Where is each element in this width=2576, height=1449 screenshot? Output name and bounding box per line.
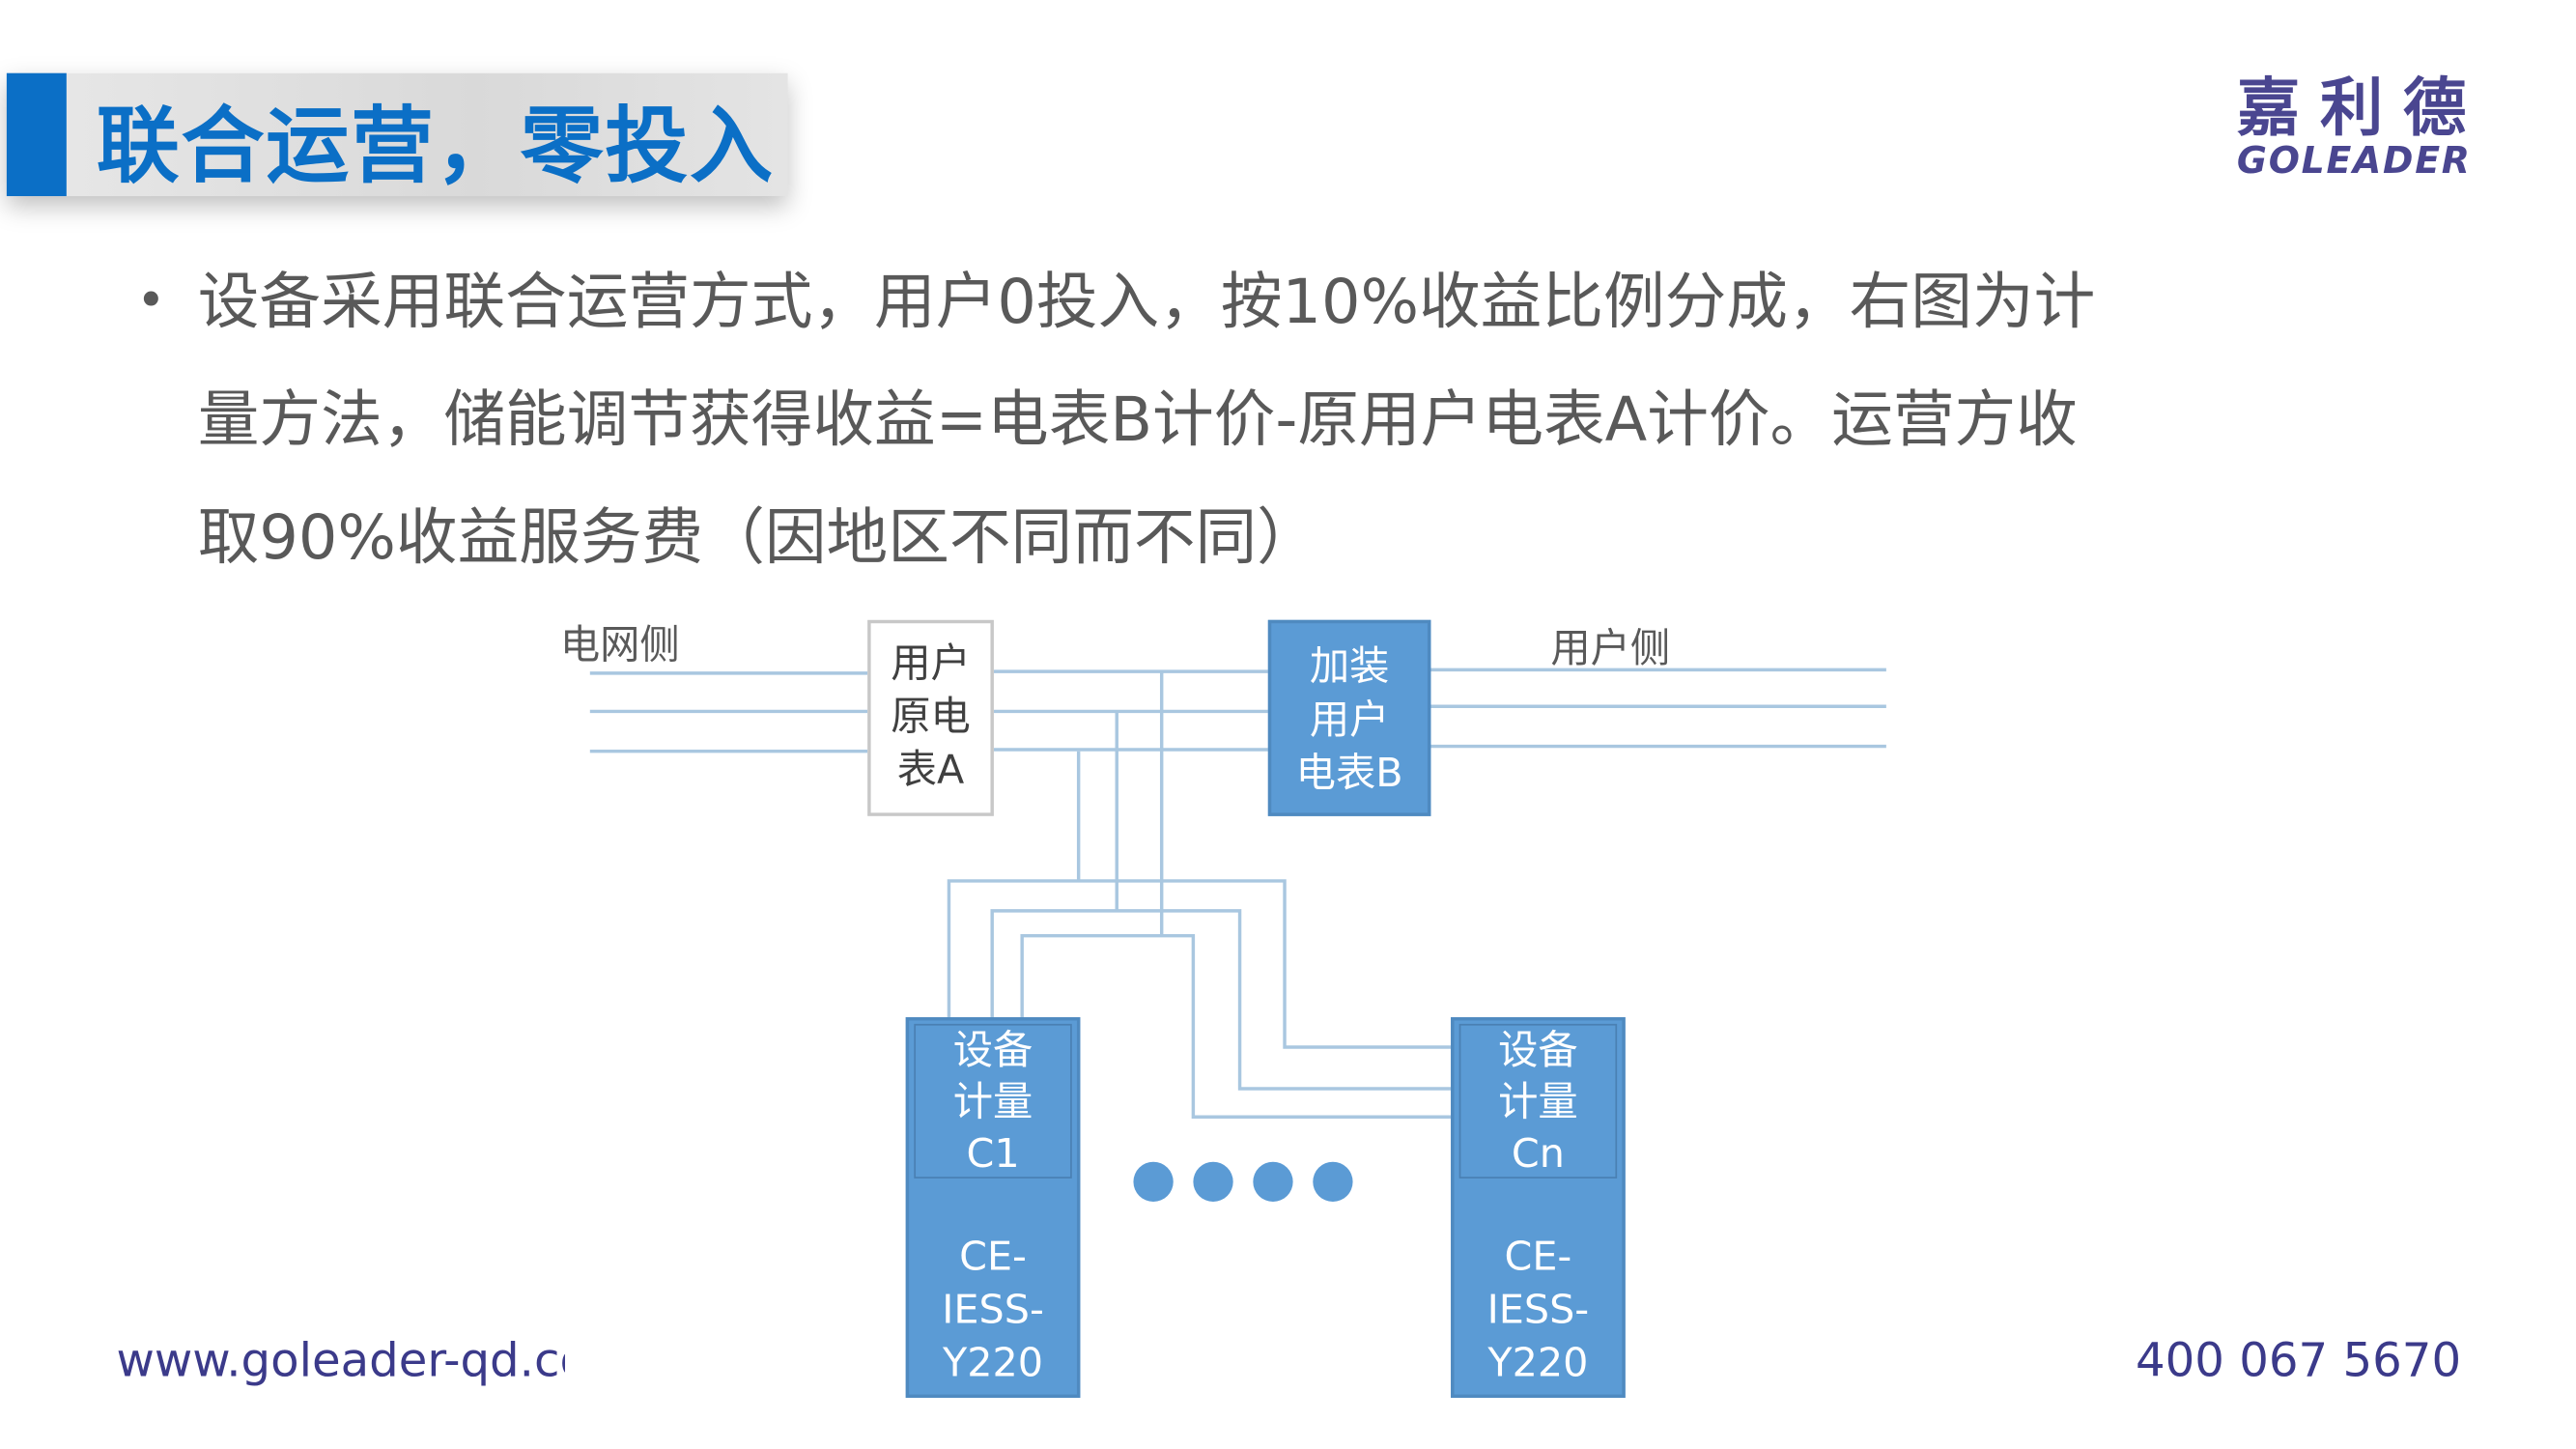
title-accent-bar — [6, 72, 67, 197]
wire — [990, 909, 1452, 1091]
logo-en: GOLEADER — [2236, 141, 2472, 184]
meter-b: 加装 用户 电表B — [1267, 619, 1431, 816]
device-cn: 设备 计量 Cn CE- IESS- Y220 — [1451, 1017, 1626, 1399]
bullet-text: 设备采用联合运营方式，用户0投入，按10%收益比例分成，右图为计量方法，储能调节… — [197, 266, 2096, 574]
device-cn-meter: 设备 计量 Cn — [1458, 1023, 1618, 1179]
device-label: 计量 — [952, 1078, 1033, 1125]
page-title: 联合运营，零投入 — [96, 98, 775, 195]
meter-a-line: 原电 — [891, 693, 971, 740]
wire — [947, 879, 1452, 1049]
device-label: Cn — [1511, 1130, 1565, 1178]
device-cn-model: CE- IESS- Y220 — [1455, 1230, 1623, 1389]
ellipsis-dot — [1313, 1161, 1353, 1202]
meter-a-line: 用户 — [891, 639, 971, 687]
device-label: 设备 — [1498, 1027, 1578, 1074]
device-model-line: IESS- — [1486, 1286, 1590, 1333]
logo-cn: 嘉利德 — [2236, 71, 2487, 145]
ellipsis-dot — [1133, 1161, 1174, 1202]
meter-a: 用户 原电 表A — [867, 619, 994, 816]
bullet-icon: • — [136, 272, 166, 331]
company-logo: 嘉利德 GOLEADER — [2237, 73, 2536, 193]
device-model-line: Y220 — [943, 1339, 1044, 1386]
device-model-line: IESS- — [942, 1286, 1044, 1333]
meter-a-line: 表A — [896, 746, 965, 793]
title-banner: 联合运营，零投入 — [6, 72, 788, 197]
meter-b-line: 电表B — [1295, 749, 1403, 797]
footer-phone: 400 067 5670 — [2135, 1332, 2462, 1388]
device-model-line: Y220 — [1487, 1339, 1589, 1386]
device-model-line: CE- — [959, 1233, 1027, 1280]
meter-b-line: 用户 — [1309, 696, 1390, 744]
device-c1-model: CE- IESS- Y220 — [909, 1230, 1077, 1389]
device-model-line: CE- — [1504, 1233, 1572, 1280]
wire — [1020, 933, 1452, 1119]
device-label: 计量 — [1498, 1078, 1578, 1125]
ellipsis-dot — [1253, 1161, 1293, 1202]
grid-side-label: 电网侧 — [559, 621, 680, 668]
meter-b-line: 加装 — [1309, 642, 1390, 691]
footer-website: www.goleader-qd.com — [116, 1332, 565, 1388]
device-label: 设备 — [952, 1027, 1033, 1074]
user-side-label: 用户侧 — [1550, 624, 1671, 672]
ellipsis-dot — [1193, 1161, 1233, 1202]
device-c1-meter: 设备 计量 C1 — [914, 1023, 1072, 1179]
device-label: C1 — [966, 1130, 1020, 1178]
device-c1: 设备 计量 C1 CE- IESS- Y220 — [905, 1017, 1081, 1399]
